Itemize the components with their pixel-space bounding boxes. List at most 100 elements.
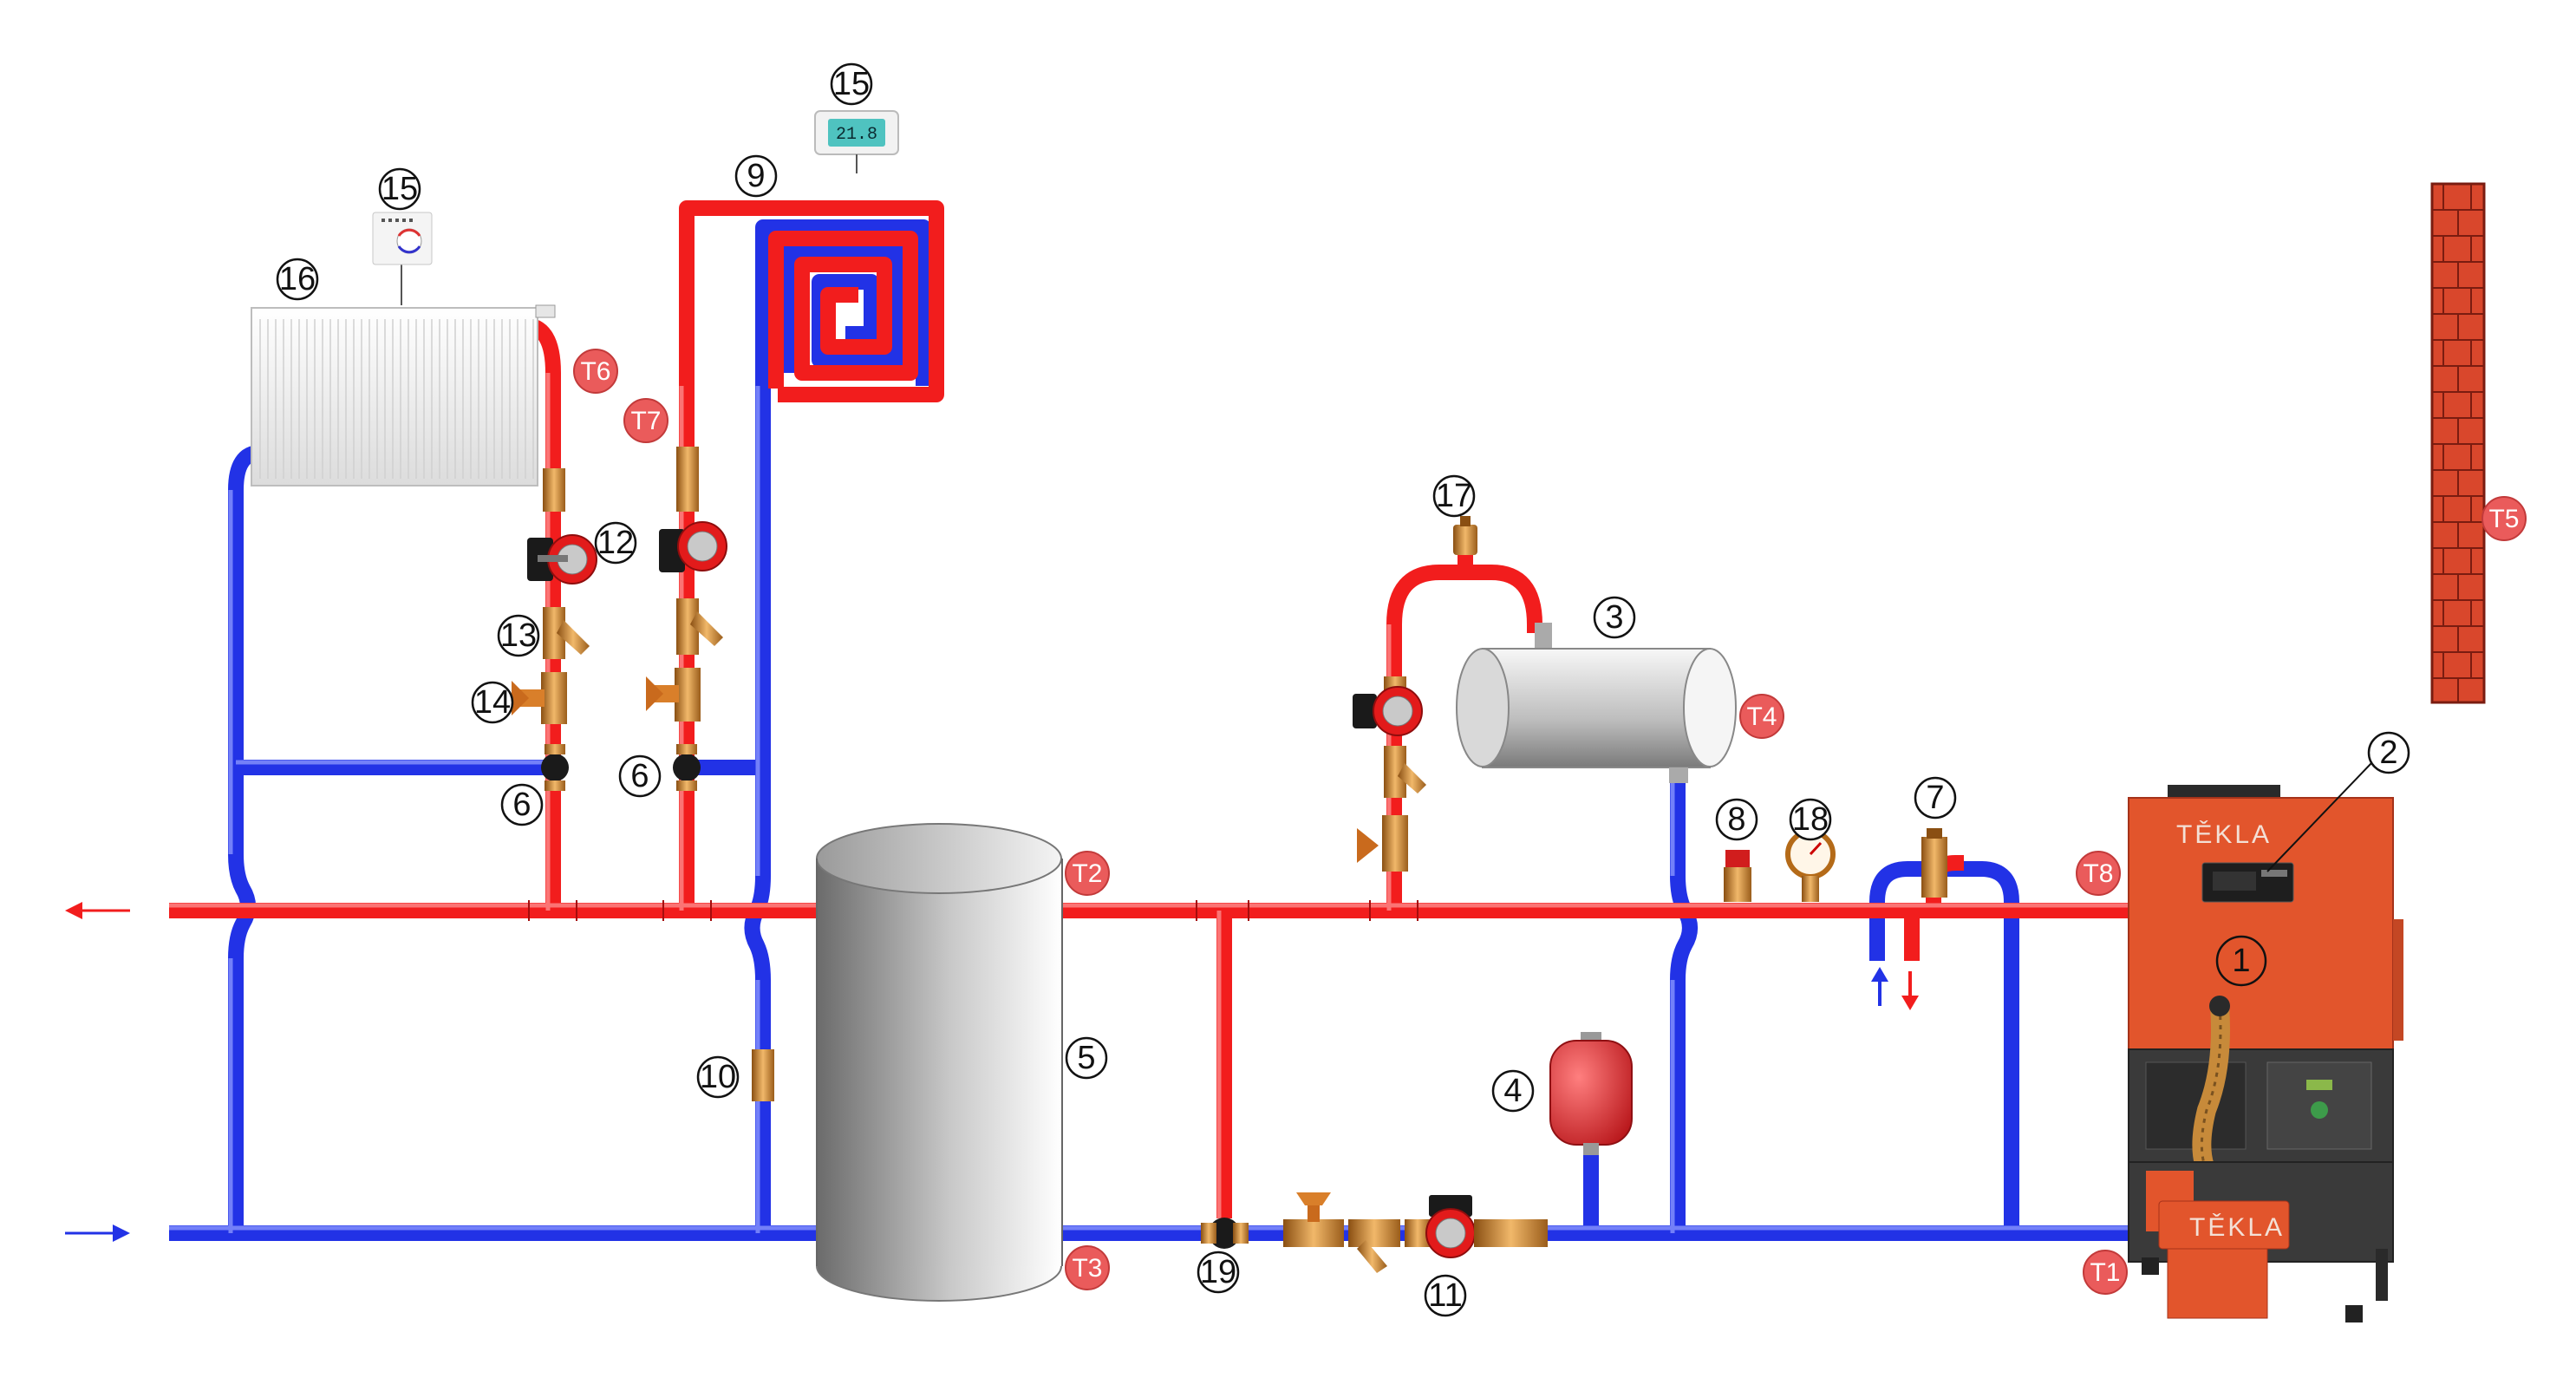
label-text-17: 17	[1436, 478, 1472, 514]
sensor-t2: T2	[1065, 851, 1110, 896]
label-12: 12	[594, 521, 637, 565]
label-text-2: 2	[2379, 735, 2397, 771]
label-text-6a: 6	[512, 787, 531, 823]
label-6b: 6	[618, 754, 662, 798]
label-text-6b: 6	[630, 758, 649, 794]
sensor-t5: T5	[2481, 496, 2527, 541]
label-text-4: 4	[1503, 1073, 1522, 1109]
label-18: 18	[1789, 798, 1832, 841]
label-6a: 6	[500, 783, 544, 826]
return-flow-arrow	[65, 1224, 130, 1242]
strainer-13	[543, 607, 590, 659]
radiator	[251, 264, 556, 487]
digital-room-thermostat: 21.8	[814, 110, 899, 173]
circulation-pump-12	[527, 534, 597, 584]
sensor-text-t1: T1	[2090, 1258, 2120, 1287]
radiator-pump-group	[512, 468, 597, 791]
label-10: 10	[696, 1055, 740, 1099]
label-text-5: 5	[1077, 1040, 1095, 1076]
burner-brand: TĚKLA	[2189, 1213, 2285, 1242]
label-text-11: 11	[1428, 1277, 1462, 1314]
sensor-text-t5: T5	[2488, 505, 2519, 533]
expansion-vessel	[1549, 1032, 1633, 1155]
label-15a: 15	[378, 167, 421, 211]
ball-valve-14	[512, 672, 567, 724]
label-text-15b: 15	[833, 66, 870, 102]
leader-line-2	[2266, 762, 2372, 872]
label-3: 3	[1593, 596, 1636, 639]
label-text-15a: 15	[382, 171, 418, 207]
sensor-text-t8: T8	[2083, 859, 2113, 888]
check-valve-10	[752, 1049, 774, 1101]
boiler-brand: TĚKLA	[2176, 820, 2272, 849]
return-line-components	[752, 1049, 1548, 1273]
check-valve-19	[1201, 1218, 1249, 1249]
sensor-text-t4: T4	[1746, 702, 1777, 731]
pellet-boiler: TĚKLA TĚKLA	[2128, 785, 2403, 1322]
sensor-t6: T6	[573, 349, 618, 394]
label-8: 8	[1715, 798, 1758, 841]
strainer-return	[1348, 1219, 1400, 1273]
hot-pipes	[169, 200, 2155, 1218]
pipe-joints	[528, 900, 1418, 921]
sensor-t3: T3	[1065, 1245, 1110, 1290]
label-17: 17	[1432, 474, 1476, 518]
circulation-pump-11	[1405, 1195, 1548, 1258]
sensor-t4: T4	[1739, 694, 1784, 739]
label-19: 19	[1197, 1251, 1240, 1294]
inlet-arrows	[1871, 967, 1919, 1010]
sensor-text-t2: T2	[1072, 859, 1102, 888]
sensor-text-t3: T3	[1072, 1254, 1102, 1283]
label-9: 9	[734, 154, 778, 198]
pressure-gauge-18	[1785, 829, 1836, 902]
label-text-12: 12	[597, 525, 634, 561]
label-text-14: 14	[474, 684, 511, 721]
circulation-pump-12b	[659, 521, 727, 572]
label-1: 1	[2215, 935, 2267, 987]
buffer-tank	[816, 823, 1063, 1302]
label-16: 16	[276, 258, 319, 301]
supply-flow-arrow	[65, 902, 130, 919]
label-2: 2	[2367, 731, 2410, 774]
sensor-t1: T1	[2083, 1250, 2128, 1295]
label-4: 4	[1491, 1069, 1535, 1113]
label-14: 14	[471, 681, 514, 724]
sensor-t8: T8	[2076, 851, 2121, 896]
label-text-1: 1	[2232, 943, 2250, 979]
sensor-text-t7: T7	[630, 407, 661, 435]
dhw-pump-group	[1353, 676, 1426, 872]
label-text-10: 10	[700, 1059, 736, 1095]
brick-wall	[2430, 182, 2486, 704]
label-text-7: 7	[1926, 780, 1944, 816]
label-text-8: 8	[1727, 801, 1745, 838]
label-11: 11	[1424, 1274, 1467, 1317]
check-valve-6a	[541, 744, 569, 791]
sensor-t7: T7	[623, 398, 668, 443]
floor-pump-group	[646, 447, 727, 791]
cold-pipes	[169, 219, 2155, 1241]
label-text-9: 9	[747, 158, 765, 194]
label-13: 13	[497, 614, 540, 657]
label-text-16: 16	[279, 261, 316, 297]
ball-valve-return	[1283, 1192, 1344, 1247]
strainer-13b	[676, 598, 723, 655]
safety-valve-8	[1724, 850, 1751, 902]
air-vent-17	[1453, 516, 1477, 555]
label-5: 5	[1065, 1036, 1108, 1080]
sensor-text-t6: T6	[580, 357, 610, 386]
label-15b: 15	[830, 62, 873, 106]
ball-valve-14b	[646, 668, 701, 722]
thermal-relief-valve-7	[1921, 828, 1947, 898]
thermostat-display: 21.8	[836, 125, 877, 145]
room-thermostat-dial	[372, 212, 433, 265]
label-7: 7	[1914, 776, 1957, 820]
check-valve-6b	[673, 744, 701, 791]
label-text-19: 19	[1200, 1254, 1236, 1290]
label-text-13: 13	[500, 617, 537, 654]
horizontal-tank	[1456, 623, 1737, 783]
label-text-3: 3	[1605, 599, 1623, 636]
label-text-18: 18	[1792, 801, 1829, 838]
